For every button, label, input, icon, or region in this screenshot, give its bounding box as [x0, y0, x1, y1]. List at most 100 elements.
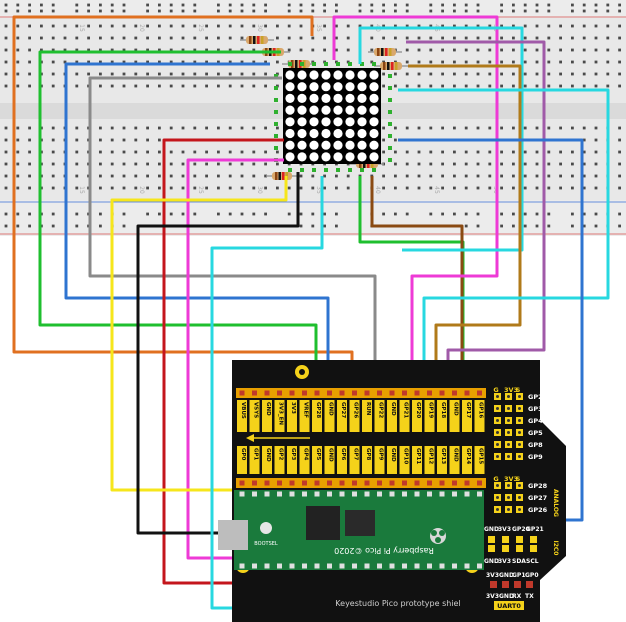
breadboard-hole: [264, 174, 267, 178]
breadboard-hole: [4, 72, 8, 76]
breadboard-hole: [500, 84, 503, 88]
led-dot: [333, 105, 343, 115]
rail-hole: [512, 212, 515, 216]
breadboard-hole: [618, 24, 621, 28]
breadboard-hole: [75, 162, 79, 166]
breadboard-hole: [16, 138, 20, 142]
top-pin-label: GP16: [478, 402, 484, 418]
breadboard-hole: [276, 150, 279, 154]
header-pin: [327, 563, 332, 569]
led-dot: [345, 70, 355, 80]
breadboard-hole: [99, 48, 102, 52]
breadboard-hole: [28, 48, 31, 52]
rail-hole: [618, 3, 621, 7]
breadboard-hole: [512, 126, 515, 130]
breadboard-hole: [240, 48, 244, 52]
breadboard-hole: [240, 186, 244, 190]
side-header-tag: ANALOG: [552, 489, 559, 517]
breadboard-hole: [606, 48, 610, 52]
header-pin: [477, 563, 482, 569]
breadboard-hole: [512, 174, 515, 178]
matrix-pin: [360, 168, 364, 172]
breadboard-hole: [559, 60, 562, 64]
breadboard-hole: [429, 162, 433, 166]
breadboard-hole: [122, 150, 126, 154]
rail-hole: [110, 9, 114, 13]
rail-hole: [618, 9, 621, 13]
rail-hole: [311, 224, 315, 228]
breadboard-hole: [559, 150, 562, 154]
header-pin: [352, 390, 357, 396]
led-dot: [297, 128, 307, 139]
breadboard-hole: [582, 24, 586, 28]
led-dot: [369, 93, 379, 103]
rp2040-chip: [306, 506, 340, 540]
breadboard-hole: [571, 162, 574, 166]
breadboard-hole: [228, 84, 232, 88]
breadboard-hole: [169, 84, 173, 88]
breadboard-hole: [264, 72, 267, 76]
breadboard-hole: [606, 60, 610, 64]
breadboard-hole: [594, 174, 598, 178]
breadboard-hole: [169, 24, 173, 28]
breadboard-hole: [523, 60, 527, 64]
rail-hole: [51, 212, 55, 216]
top-pin-label: GP19: [428, 402, 434, 418]
header-pin: [314, 491, 320, 497]
header-pin: [364, 563, 370, 569]
pin-label-pad: [324, 400, 335, 432]
bottom-pin-label: GP9: [378, 448, 384, 461]
breadboard-hole: [523, 126, 527, 130]
breadboard-hole: [488, 174, 492, 178]
breadboard-hole: [405, 174, 409, 178]
breadboard-hole: [134, 174, 138, 178]
rail-hole: [429, 212, 433, 216]
breadboard-hole: [16, 60, 20, 64]
header-pin: [289, 480, 295, 486]
breadboard-hole: [488, 72, 492, 76]
matrix-pin: [388, 158, 392, 162]
breadboard-hole: [441, 60, 444, 64]
breadboard-hole: [252, 126, 256, 130]
breadboard-hole: [429, 48, 433, 52]
header-pin: [389, 390, 395, 396]
breadboard-hole: [358, 24, 362, 28]
bootsel-button[interactable]: [260, 522, 272, 534]
breadboard-hole: [134, 48, 138, 52]
breadboard-hole: [122, 48, 126, 52]
breadboard-hole: [16, 36, 20, 40]
breadboard-hole: [110, 84, 114, 88]
top-pin-label: VSYS: [253, 402, 259, 418]
rail-hole: [87, 9, 90, 13]
top-pin-label: VBUS: [240, 402, 246, 419]
breadboard-hole: [571, 126, 574, 130]
breadboard-hole: [4, 84, 8, 88]
rail-hole: [500, 212, 503, 216]
led-dot: [321, 82, 331, 92]
breadboard-hole: [335, 24, 338, 28]
uart-label: GP1: [512, 572, 526, 579]
raspberry-logo-icon: [430, 528, 446, 544]
breadboard-hole: [394, 72, 397, 76]
breadboard-hole: [4, 138, 8, 142]
breadboard-hole: [535, 36, 539, 40]
breadboard-hole: [394, 24, 397, 28]
rail-hole: [51, 3, 55, 7]
breadboard-hole: [110, 72, 114, 76]
breadboard-hole: [535, 84, 539, 88]
led-dot: [333, 140, 343, 150]
rail-hole: [571, 3, 574, 7]
breadboard-hole: [240, 126, 244, 130]
breadboard-hole: [75, 72, 79, 76]
breadboard-hole: [405, 126, 409, 130]
breadboard-hole: [464, 162, 468, 166]
breadboard-hole: [476, 84, 480, 88]
rail-hole: [51, 224, 55, 228]
breadboard-hole: [405, 72, 409, 76]
breadboard-hole: [205, 60, 208, 64]
matrix-pin: [360, 62, 364, 66]
breadboard-hole: [110, 48, 114, 52]
header-pin: [277, 563, 282, 569]
breadboard-hole: [146, 24, 149, 28]
